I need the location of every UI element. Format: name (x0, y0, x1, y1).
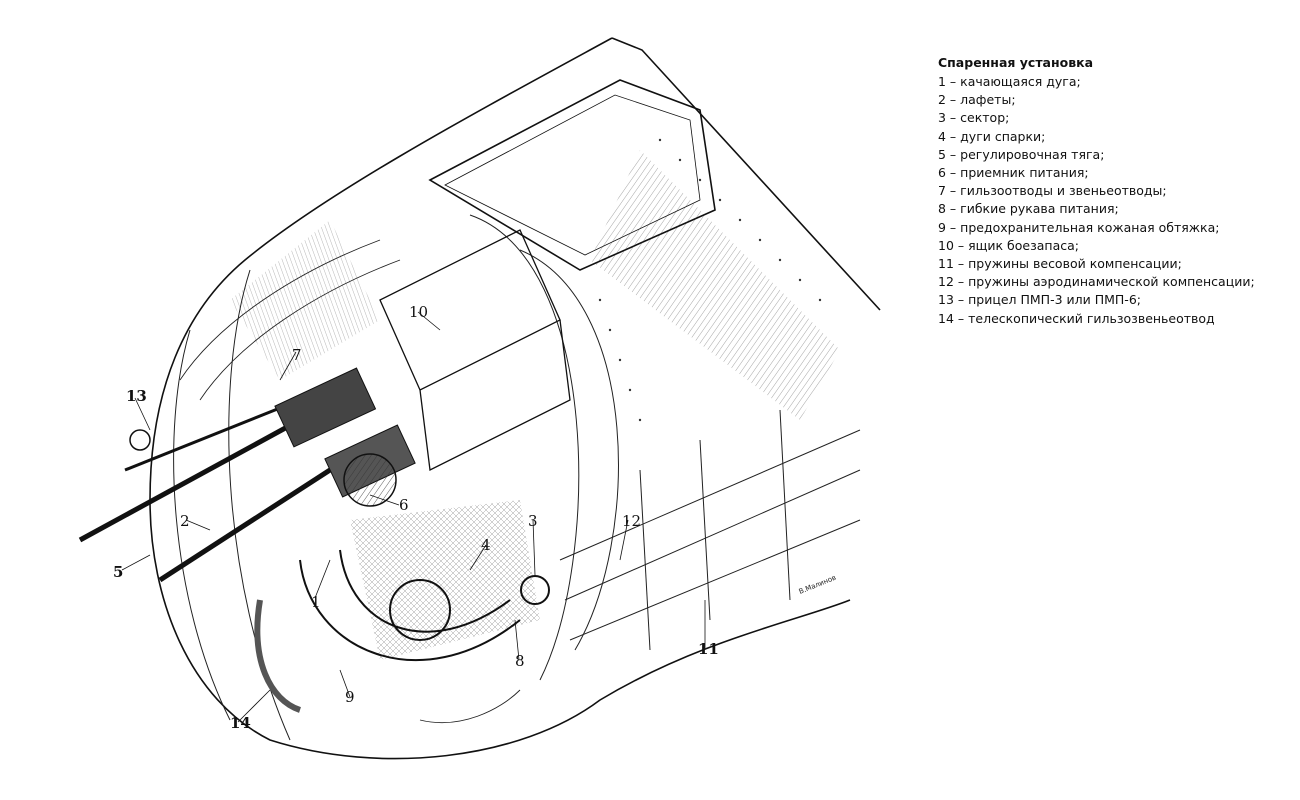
callout-5: 5 (113, 563, 123, 581)
legend: Спаренная установка 1 – качающаяся дуга;… (938, 54, 1288, 328)
legend-item: 10 – ящик боезапаса; (938, 237, 1079, 253)
legend-item: 9 – предохранительная кожаная обтяжка; (938, 219, 1220, 235)
callout-3: 3 (528, 512, 538, 530)
frames (173, 214, 861, 741)
callout-10: 10 (409, 303, 428, 321)
callout-13: 13 (126, 387, 147, 405)
legend-list: 1 – качающаяся дуга; 2 – лафеты; 3 – сек… (938, 73, 1288, 328)
legend-item: 8 – гибкие рукава питания; (938, 201, 1119, 217)
fuselage-outline (149, 37, 881, 760)
legend-item: 3 – сектор; (938, 110, 1010, 126)
legend-title: Спаренная установка (938, 55, 1094, 70)
leader-lines (121, 311, 706, 723)
legend-item: 6 – приемник питания; (938, 165, 1089, 181)
legend-item: 14 – телескопический гильзозвеньеотвод (938, 310, 1215, 326)
legend-item: 11 – пружины весовой компенсации; (938, 256, 1182, 272)
legend-item: 1 – качающаяся дуга; (938, 74, 1081, 89)
callout-4: 4 (481, 536, 491, 554)
legend-item: 2 – лафеты; (938, 92, 1016, 108)
ammo-box (379, 229, 571, 471)
turret-cutaway-drawing: 1 2 3 4 5 6 7 8 9 10 11 12 13 14 В.Малин… (78, 37, 881, 760)
callout-8: 8 (515, 652, 525, 670)
nose-glazing (179, 239, 521, 724)
legend-item: 4 – дуги спарки; (938, 128, 1046, 144)
callout-7: 7 (292, 346, 302, 364)
legend-item: 13 – прицел ПМП-3 или ПМП-6; (938, 292, 1141, 308)
artist-signature: В.Малинов (798, 574, 838, 596)
legend-item: 5 – регулировочная тяга; (938, 146, 1105, 162)
callout-14: 14 (230, 714, 251, 732)
callout-11: 11 (698, 640, 719, 658)
twin-guns (78, 367, 416, 583)
callout-6: 6 (399, 496, 409, 514)
callout-1: 1 (311, 593, 321, 611)
callout-2: 2 (180, 512, 190, 530)
rivets (598, 138, 822, 422)
callout-9: 9 (345, 688, 355, 706)
callout-12: 12 (622, 512, 641, 530)
legend-item: 12 – пружины аэродинамической компенсаци… (938, 274, 1255, 290)
mount-arcs (254, 549, 550, 713)
skin-hatching (230, 150, 840, 660)
legend-item: 7 – гильзоотводы и звеньеотводы; (938, 183, 1167, 199)
